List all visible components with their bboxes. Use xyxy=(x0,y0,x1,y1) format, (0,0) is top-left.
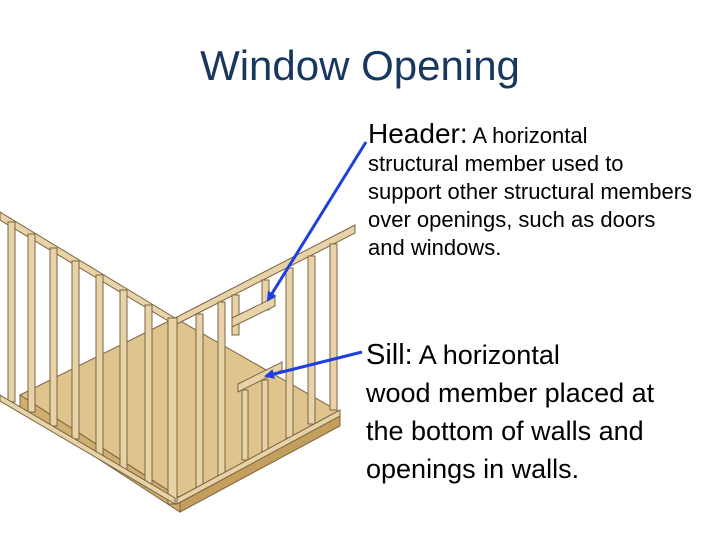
header-term: Header: xyxy=(368,118,468,149)
header-text-rest: structural member used to support other … xyxy=(368,151,693,260)
sill-text-rest: wood member placed at the bottom of wall… xyxy=(366,378,655,484)
right-bottom-plate xyxy=(176,409,341,505)
window-header xyxy=(231,296,276,328)
left-bottom-plate xyxy=(0,394,176,505)
wall-framing-illustration xyxy=(0,211,356,513)
slide-title: Window Opening xyxy=(200,42,520,89)
sill-text-line1: A horizontal xyxy=(412,340,560,370)
sill-definition: Sill: A horizontal wood member placed at… xyxy=(366,336,696,488)
sill-term: Sill: xyxy=(366,339,413,371)
header-text-line1: A horizontal xyxy=(467,123,588,148)
header-definition: Header: A horizontal structural member u… xyxy=(368,120,698,262)
